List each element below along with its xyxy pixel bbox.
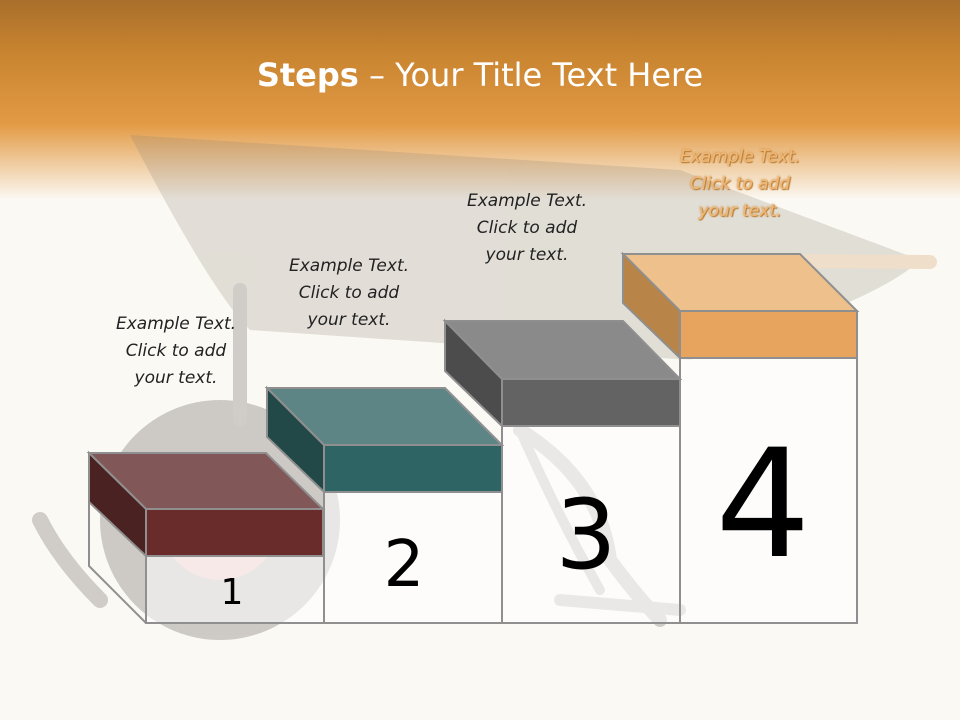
step-4-caption[interactable]: Example Text. Click to add your text. (650, 144, 830, 225)
block-step-1[interactable] (86, 450, 326, 559)
block-2-front (323, 444, 503, 493)
caption-line: Click to add (689, 174, 791, 194)
title-bold: Steps (256, 56, 359, 94)
caption-line: your text. (485, 245, 569, 265)
caption-line: Example Text. (288, 256, 410, 276)
caption-line: your text. (698, 201, 782, 221)
step-number-3: 3 (555, 479, 616, 591)
block-step-2[interactable] (264, 385, 505, 495)
caption-line: Example Text. (679, 147, 801, 167)
caption-line: Click to add (125, 341, 227, 361)
caption-line: your text. (307, 310, 391, 330)
block-1-front (145, 508, 324, 557)
header-band (0, 0, 960, 200)
step-number-2: 2 (384, 528, 425, 602)
step-number-1: 1 (221, 572, 244, 613)
block-step-4[interactable] (620, 251, 860, 361)
base-side-edge (88, 502, 147, 624)
step-2-caption[interactable]: Example Text. Click to add your text. (259, 253, 439, 334)
slide-title[interactable]: Steps – Your Title Text Here (0, 52, 960, 98)
block-step-3[interactable] (442, 318, 683, 429)
block-4-front (679, 310, 858, 359)
title-rest: – Your Title Text Here (358, 56, 704, 94)
caption-line: Click to add (298, 283, 400, 303)
block-3-front (501, 378, 681, 427)
caption-line: Example Text. (115, 314, 237, 334)
step-number-4: 4 (715, 418, 810, 592)
caption-line: Example Text. (466, 191, 588, 211)
step-3-caption[interactable]: Example Text. Click to add your text. (437, 188, 617, 269)
step-1-caption[interactable]: Example Text. Click to add your text. (86, 311, 266, 392)
caption-line: Click to add (476, 218, 578, 238)
caption-line: your text. (134, 368, 218, 388)
